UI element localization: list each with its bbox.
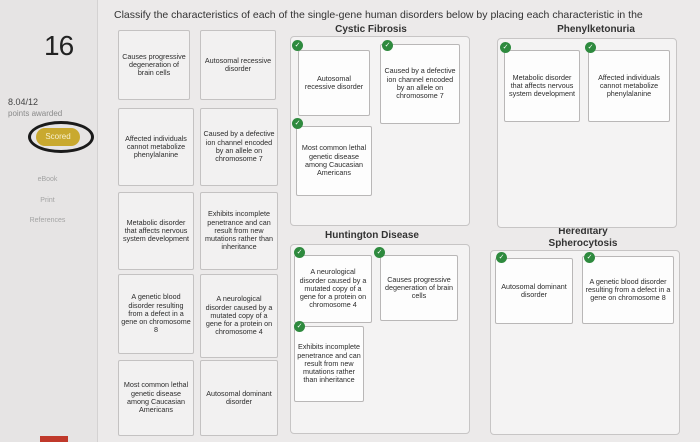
check-icon: ✓	[382, 40, 393, 51]
check-icon: ✓	[496, 252, 507, 263]
placed-card[interactable]: Exhibits incomplete penetrance and can r…	[294, 326, 364, 402]
pool-card[interactable]: Most common lethal genetic disease among…	[118, 360, 194, 436]
pool-card[interactable]: Caused by a defective ion channel encode…	[200, 108, 278, 186]
points-label: points awarded	[8, 109, 63, 118]
bottom-strip	[40, 436, 68, 442]
question-number: 16	[44, 30, 74, 61]
check-icon: ✓	[500, 42, 511, 53]
points-score: 8.04/12	[8, 97, 39, 107]
placed-card[interactable]: Affected individuals cannot metabolize p…	[588, 50, 670, 122]
category-title-phenylketonuria: Phenylketonuria	[557, 24, 635, 35]
pool-card[interactable]: Causes progressive degeneration of brain…	[118, 30, 190, 100]
category-title-hereditary-spherocytosis: Hereditary Spherocytosis	[548, 226, 618, 249]
placed-card[interactable]: A genetic blood disorder resulting from …	[582, 256, 674, 324]
check-icon: ✓	[374, 247, 385, 258]
category-title-cystic-fibrosis: Cystic Fibrosis	[335, 24, 407, 35]
pool-card[interactable]: Autosomal recessive disorder	[200, 30, 276, 100]
references-link[interactable]: References	[29, 217, 66, 224]
left-rail: 16 8.04/12 points awarded Scored eBook P…	[0, 0, 98, 442]
pool-card[interactable]: Metabolic disorder that affects nervous …	[118, 192, 194, 270]
ebook-link[interactable]: eBook	[37, 176, 58, 183]
scored-highlight-circle	[28, 121, 94, 153]
pool-card[interactable]: Exhibits incomplete penetrance and can r…	[200, 192, 278, 270]
category-title-huntington: Huntington Disease	[325, 230, 419, 241]
check-icon: ✓	[584, 252, 595, 263]
check-icon: ✓	[294, 321, 305, 332]
check-icon: ✓	[585, 42, 596, 53]
instructions-text: Classify the characteristics of each of …	[114, 9, 643, 21]
pool-card[interactable]: Autosomal dominant disorder	[200, 360, 278, 436]
pool-card[interactable]: A genetic blood disorder resulting from …	[118, 274, 194, 354]
placed-card[interactable]: Causes progressive degeneration of brain…	[380, 255, 458, 321]
placed-card[interactable]: Autosomal recessive disorder	[298, 50, 370, 116]
placed-card[interactable]: A neurological disorder caused by a muta…	[294, 255, 372, 323]
placed-card[interactable]: Most common lethal genetic disease among…	[296, 126, 372, 196]
placed-card[interactable]: Metabolic disorder that affects nervous …	[504, 50, 580, 122]
placed-card[interactable]: Autosomal dominant disorder	[495, 258, 573, 324]
check-icon: ✓	[292, 40, 303, 51]
check-icon: ✓	[294, 247, 305, 258]
print-link[interactable]: Print	[40, 197, 55, 204]
check-icon: ✓	[292, 118, 303, 129]
placed-card[interactable]: Caused by a defective ion channel encode…	[380, 44, 460, 124]
pool-card[interactable]: Affected individuals cannot metabolize p…	[118, 108, 194, 186]
pool-card[interactable]: A neurological disorder caused by a muta…	[200, 274, 278, 358]
